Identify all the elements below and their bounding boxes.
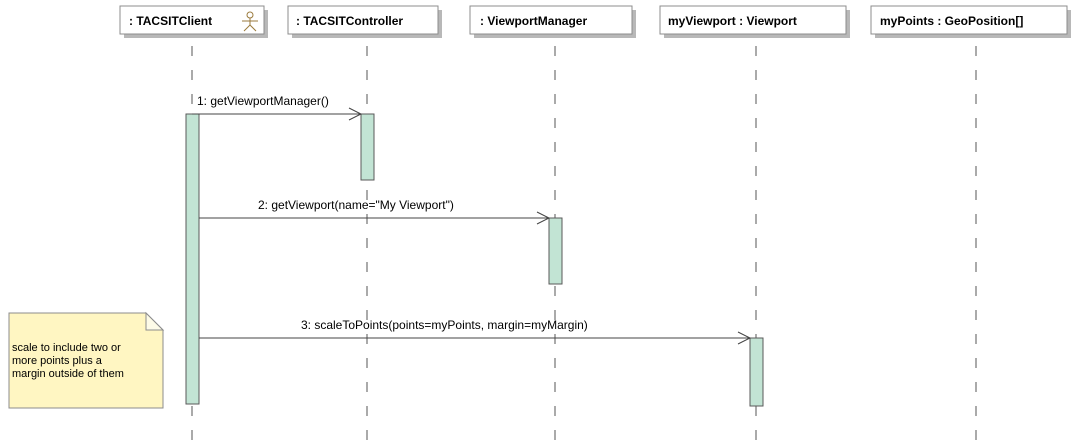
participant-tacsit-client[interactable]: : TACSITClient (119, 5, 268, 38)
activation-bar-viewport-manager (548, 217, 563, 285)
participant-label: myPoints : GeoPosition[] (880, 14, 1023, 28)
actor-icon (242, 11, 258, 32)
participant-label: : TACSITClient (129, 14, 212, 28)
message-label: 1: getViewportManager() (197, 94, 329, 108)
arrowhead-icon (737, 331, 752, 345)
participant-my-points[interactable]: myPoints : GeoPosition[] (870, 5, 1071, 38)
message-get-viewport-manager[interactable]: 1: getViewportManager() (192, 94, 363, 121)
participant-my-viewport[interactable]: myViewport : Viewport (659, 5, 850, 38)
arrowhead-icon (536, 211, 551, 225)
participant-label: : TACSITController (296, 14, 403, 28)
message-get-viewport[interactable]: 2: getViewport(name="My Viewport") (199, 198, 551, 225)
note-line: more points plus a (12, 355, 103, 367)
message-scale-to-points[interactable]: 3: scaleToPoints(points=myPoints, margin… (199, 318, 752, 345)
note-line: margin outside of them (12, 368, 124, 380)
message-label: 3: scaleToPoints(points=myPoints, margin… (301, 318, 588, 332)
participant-viewport-manager[interactable]: : ViewportManager (469, 5, 636, 38)
activation-bar-my-viewport (749, 337, 764, 407)
note[interactable]: scale to include two or more points plus… (8, 311, 165, 409)
arrowhead-icon (348, 107, 363, 121)
participant-tacsit-controller[interactable]: : TACSITController (287, 5, 442, 38)
message-label: 2: getViewport(name="My Viewport") (258, 198, 454, 212)
note-line: scale to include two or (12, 342, 121, 354)
participant-label: : ViewportManager (480, 14, 587, 28)
participant-label: myViewport : Viewport (668, 14, 797, 28)
activation-bar-tacsit-client (185, 113, 200, 405)
activation-bar-tacsit-controller (360, 113, 375, 181)
